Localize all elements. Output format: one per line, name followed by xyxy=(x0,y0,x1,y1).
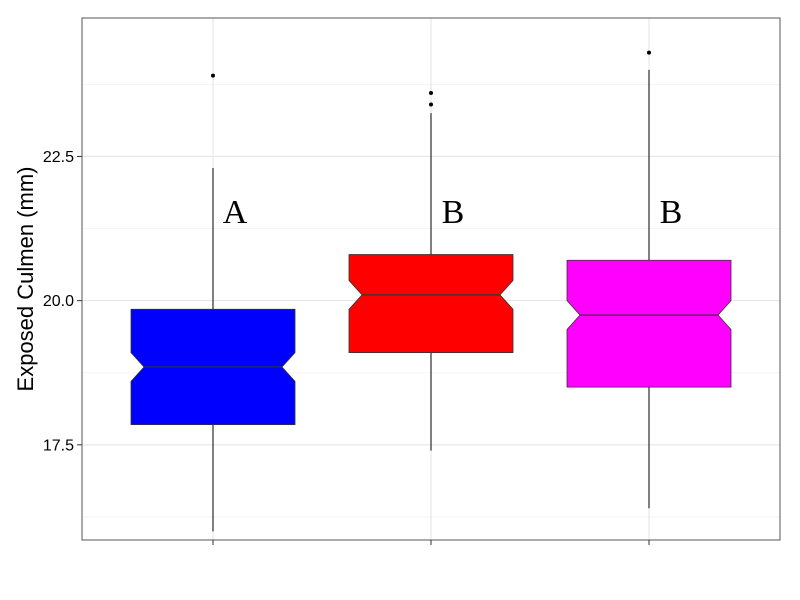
group-letter: A xyxy=(223,194,248,231)
y-tick-label: 22.5 xyxy=(43,149,74,166)
y-tick-label: 20.0 xyxy=(43,293,74,310)
outlier-point xyxy=(211,73,215,78)
notched-box xyxy=(566,259,732,388)
axis-layer: 17.5 20.0 22.5 xyxy=(43,149,650,545)
outlier-point xyxy=(429,90,433,95)
group-letter: B xyxy=(660,194,683,231)
group-letter: B xyxy=(442,194,465,231)
y-axis-label: Exposed Culmen (mm) xyxy=(13,167,38,392)
notched-box xyxy=(348,254,514,353)
outlier-point xyxy=(429,102,433,107)
y-tick-label: 17.5 xyxy=(43,437,74,454)
outlier-point xyxy=(647,50,651,55)
